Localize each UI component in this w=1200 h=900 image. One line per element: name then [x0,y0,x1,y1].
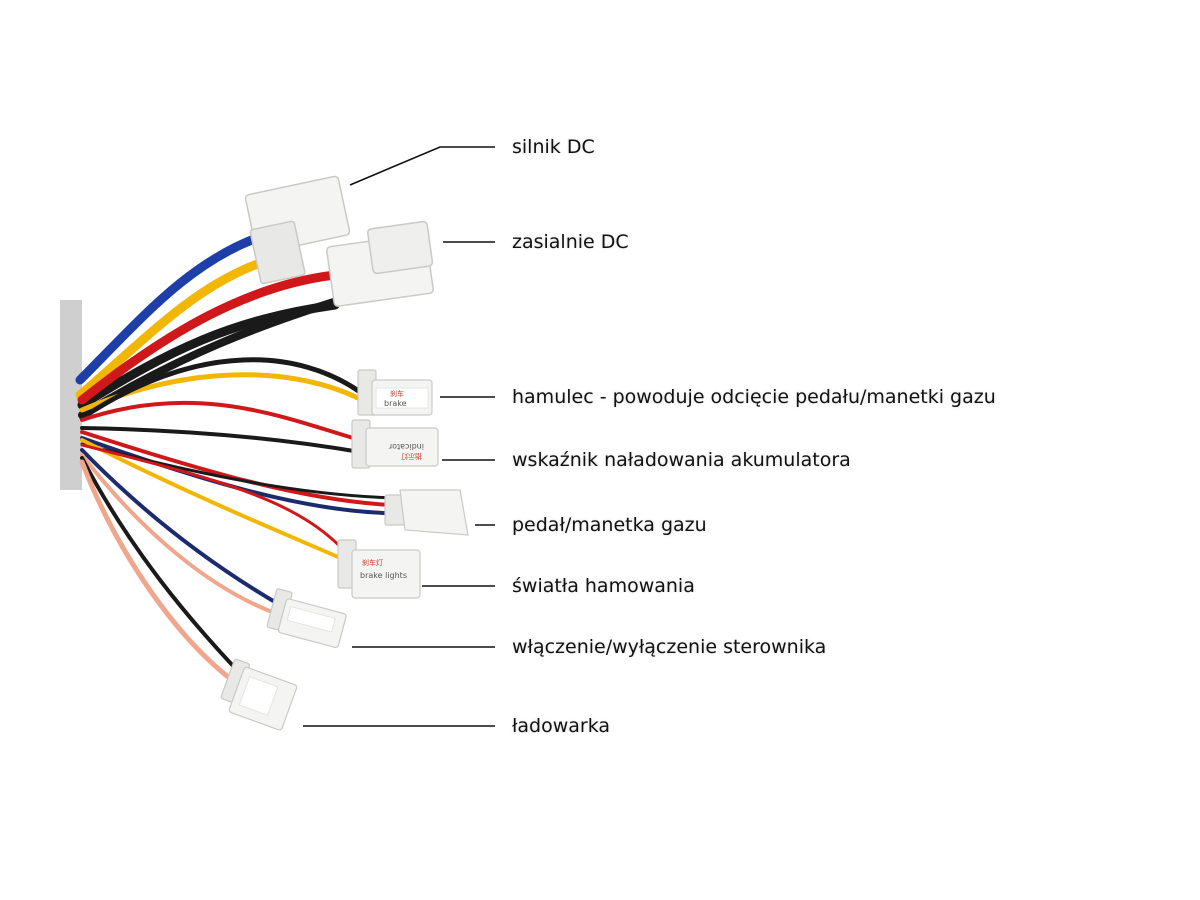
brake-lights-tag: brake lights [360,571,407,580]
wire-charger-pink [79,459,235,683]
wire-indicator-black [80,426,362,454]
wire-indicator-red [80,400,362,442]
switch-connector [266,588,347,649]
label-brake: hamulec - powoduje odcięcie pedału/manet… [512,386,996,408]
brake-lights-tag-cn: 刹车灯 [362,558,383,567]
wire-switch-blue [80,448,282,607]
wire-power-red [77,270,340,405]
indicator-tag-cn: 指示灯 [401,452,422,461]
wire-charger-black [80,456,237,670]
leader-motor [349,146,495,186]
motor-connector [244,175,351,285]
brake-connector: 刹车 brake [357,369,433,416]
label-brake-lights: światła hamowania [512,575,695,597]
label-switch: włączenie/wyłączenie sterownika [512,636,827,658]
brake-tag-cn: 刹车 [390,389,404,398]
wire-lights-yellow [80,438,347,562]
wire-lights-red [80,443,350,557]
indicator-tag: indicator [388,442,424,451]
wire-motor-blue [75,230,270,385]
label-indicator: wskaźnik naładowania akumulatora [512,449,851,471]
label-power: zasialnie DC [512,231,629,253]
charger-connector [220,658,298,731]
label-motor: silnik DC [512,136,595,158]
wire-motor-yellow [75,253,280,400]
wire-switch-pink [80,453,282,617]
brake-lights-connector: 刹车灯 brake lights [337,539,421,599]
indicator-connector: indicator 指示灯 [351,419,439,469]
brake-tag: brake [384,399,407,408]
label-charger: ładowarka [512,715,611,737]
controller-edge [60,300,82,490]
wire-brake-black [79,357,363,421]
power-connector [326,220,434,307]
label-throttle: pedał/manetka gazu [512,514,707,536]
throttle-connector [384,489,469,536]
